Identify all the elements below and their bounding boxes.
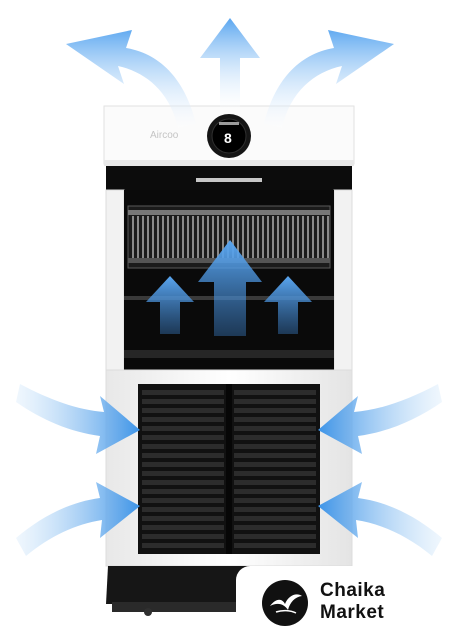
watermark-line-1: Chaika [320, 580, 386, 601]
airflow-arrow-icon [318, 384, 442, 454]
airflow-arrow-icon [66, 30, 196, 128]
airflow-arrow-icon [146, 276, 194, 334]
filter-slats [132, 216, 329, 258]
brand-text: Aircoo [150, 130, 179, 141]
purifier-body [105, 166, 353, 616]
display-digit: 8 [224, 130, 232, 146]
airflow-arrow-icon [264, 276, 312, 334]
watermark-line-2: Market [320, 602, 385, 623]
airflow-arrow-icon [198, 240, 262, 336]
airflow-arrow-icon [200, 18, 260, 110]
watermark-text: Chaika Market [320, 580, 385, 624]
airflow-arrow-icon [264, 30, 394, 128]
airflow-arrow-icon [318, 482, 442, 556]
seagull-logo-icon [262, 580, 308, 626]
airflow-arrow-icon [16, 384, 140, 454]
watermark-badge: Chaika Market [236, 566, 458, 640]
control-display [207, 114, 251, 158]
fan-grille [142, 390, 316, 548]
airflow-arrow-icon [16, 482, 140, 556]
